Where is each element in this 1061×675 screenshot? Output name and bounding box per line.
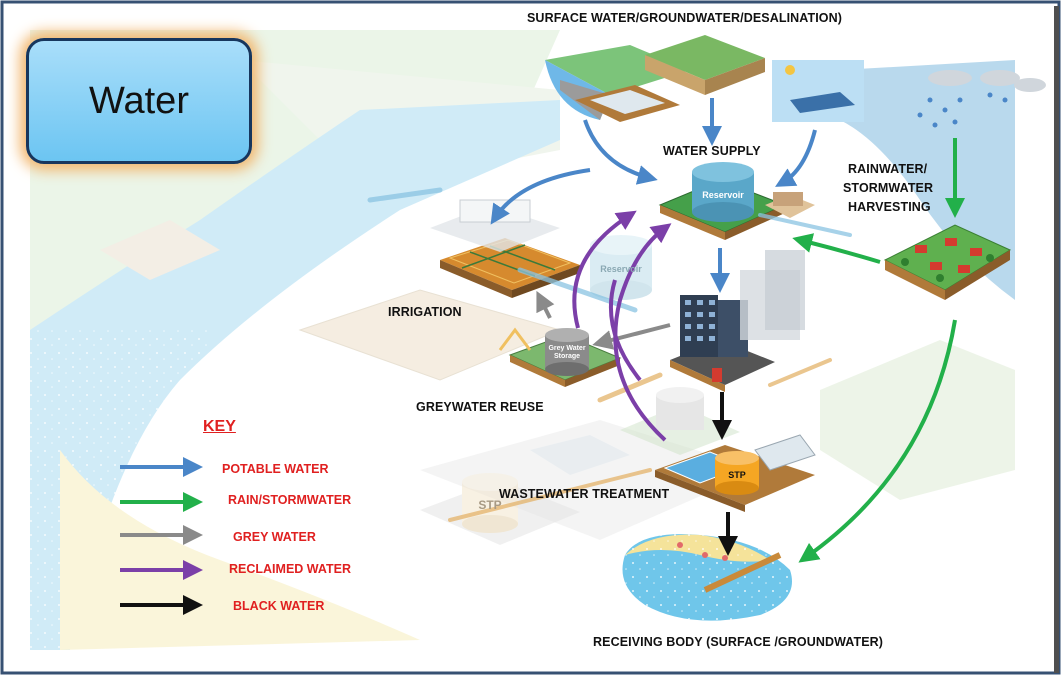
arrow-city-to-greystorage	[592, 323, 671, 350]
key-arrows	[120, 457, 203, 615]
flow-arrows	[490, 98, 965, 563]
key-title: KEY	[203, 418, 236, 435]
stp-plant	[655, 434, 816, 512]
key-label-black: BLACK WATER	[233, 599, 325, 613]
city-buildings	[670, 250, 805, 392]
arrow-greystorage-to-irrigation	[536, 290, 555, 319]
key-label-potable: POTABLE WATER	[222, 462, 329, 476]
key-label-reclaimed: RECLAIMED WATER	[229, 562, 351, 576]
label-receiving-body: RECEIVING BODY (SURFACE /GROUNDWATER)	[593, 635, 884, 649]
frame-shadow	[1054, 6, 1059, 673]
key-label-grey: GREY WATER	[233, 530, 316, 544]
water-supply-building	[765, 192, 815, 218]
grey-storage-label-1: Grey Water	[548, 345, 585, 352]
faded-grey-storage	[620, 387, 740, 455]
water-supply-reservoir	[658, 162, 787, 240]
label-wastewater-treatment: WASTEWATER TREATMENT	[499, 487, 670, 501]
key-label-rain: RAIN/STORMWATER	[228, 493, 352, 507]
arrow-rain-to-receiving	[798, 319, 957, 563]
arrow-reclaimed-stp-2	[608, 279, 642, 382]
source-desalination	[772, 60, 864, 122]
arrow-source-to-supply-left	[583, 119, 658, 185]
treatment-plant-top	[575, 85, 680, 122]
grey-storage-label-2: Storage	[554, 353, 580, 360]
label-source: SURFACE WATER/GROUNDWATER/DESALINATION)	[527, 11, 843, 25]
rainwater-harvesting-town	[883, 224, 1012, 300]
source-groundwater	[645, 35, 765, 95]
title-badge: Water	[26, 38, 252, 164]
arrow-reclaimed-stp	[613, 223, 672, 442]
arrow-rain-to-supply	[792, 233, 881, 264]
arrow-potable-to-irrigation	[490, 168, 591, 225]
grey-water-storage	[498, 327, 622, 387]
faded-reservoir	[590, 235, 652, 300]
tank-labels: Reservoir Reservoir Grey Water Storage S…	[478, 190, 745, 512]
label-greywater-reuse: GREYWATER REUSE	[416, 400, 544, 414]
pipelines	[367, 187, 852, 522]
rain-clouds	[917, 70, 1046, 128]
page-title: Water	[89, 79, 189, 122]
label-water-supply: WATER SUPPLY	[663, 144, 761, 158]
label-rainwater-2: STORMWATER	[843, 181, 934, 195]
reservoir-label: Reservoir	[702, 190, 744, 200]
label-rainwater-3: HARVESTING	[848, 200, 931, 214]
arrow-desal-to-supply	[775, 129, 817, 187]
faded-stp-label: STP	[478, 498, 501, 512]
label-irrigation: IRRIGATION	[388, 305, 462, 319]
faded-reservoir-label: Reservoir	[600, 264, 642, 274]
stp-label: STP	[728, 470, 746, 480]
label-rainwater-1: RAINWATER/	[848, 162, 928, 176]
arrow-reclaimed-grey	[572, 210, 637, 329]
